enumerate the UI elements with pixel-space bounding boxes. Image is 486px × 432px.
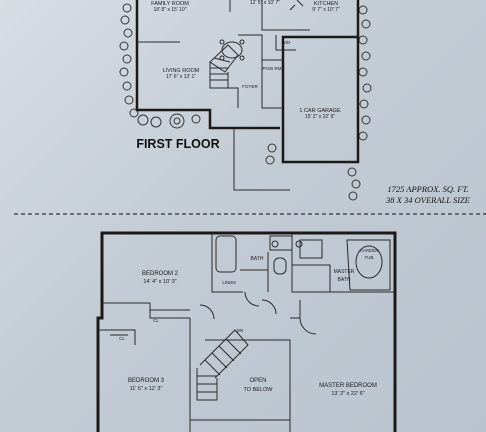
landscape-shrubs-left [119, 3, 201, 129]
landscape-shrubs-right [265, 5, 372, 201]
overall-size-text: 38 X 34 OVERALL SIZE [385, 195, 471, 205]
master-bath-label-1: MASTER [334, 269, 355, 275]
master-bedroom-name: MASTER BEDROOM [319, 383, 377, 389]
garage-name: 1 CAR GARAGE [299, 108, 341, 114]
bedroom3-dims: 11' 6" x 12' 3" [130, 386, 163, 392]
bedroom3-name: BEDROOM 3 [128, 378, 165, 384]
garden-tub-label-2: TUB [365, 255, 374, 260]
kitchen-dims: 9' 7" x 10' 7" [312, 7, 340, 13]
master-bedroom-dims: 13' 2" x 22' 6" [331, 391, 364, 397]
garden-tub-label-1: GARDEN [359, 248, 378, 253]
powder-room-label: POW RM [263, 66, 282, 71]
bath-label: BATH [251, 256, 264, 262]
bedroom2-dims: 14' 4" x 10' 3" [143, 279, 176, 285]
wd-label: W/D [282, 40, 291, 45]
garden-tub-icon [346, 239, 391, 291]
dining-table [219, 39, 245, 61]
garage-walls [281, 35, 360, 164]
toilet-icon [273, 257, 287, 275]
closet-label-b: CL [119, 336, 125, 341]
vanity-icon [269, 235, 293, 251]
down-label: DN [237, 328, 244, 333]
garage-dims: 15' 2" x 22' 9" [305, 114, 335, 120]
shower-icon [299, 239, 323, 259]
living-room-dims: 17' 6" x 13' 1" [166, 74, 196, 80]
closet-label-a: CL [153, 318, 159, 323]
first-floor-stairs [209, 44, 239, 89]
second-floor-stairs [196, 329, 249, 401]
kitchen-name: KITCHEN [314, 1, 338, 7]
family-room-name: FAMILY ROOM [151, 1, 189, 7]
walkway [233, 128, 290, 191]
first-floor-plan: FAMILY ROOM 18' 8" x 15' 10" 12' 5" x 10… [119, 0, 372, 201]
second-floor-plan: BEDROOM 2 14' 4" x 10' 3" BEDROOM 3 11' … [96, 231, 397, 432]
living-room-name: LIVING ROOM [163, 68, 200, 74]
master-bath-label-2: BATH [338, 277, 351, 283]
bedroom2-name: BEDROOM 2 [142, 271, 179, 277]
bathtub-icon [215, 235, 237, 273]
first-floor-title: FIRST FLOOR [136, 137, 219, 151]
family-room-dims: 18' 8" x 15' 10" [154, 7, 187, 13]
linen-label: LINEN [222, 280, 235, 285]
to-below-label: TO BELOW [244, 387, 274, 393]
dining-dims: 12' 5" x 10' 7" [250, 0, 280, 6]
sqft-text: 1725 APPROX. SQ. FT. [387, 184, 468, 194]
foyer-label: FOYER [242, 84, 258, 89]
open-label: OPEN [249, 378, 266, 384]
